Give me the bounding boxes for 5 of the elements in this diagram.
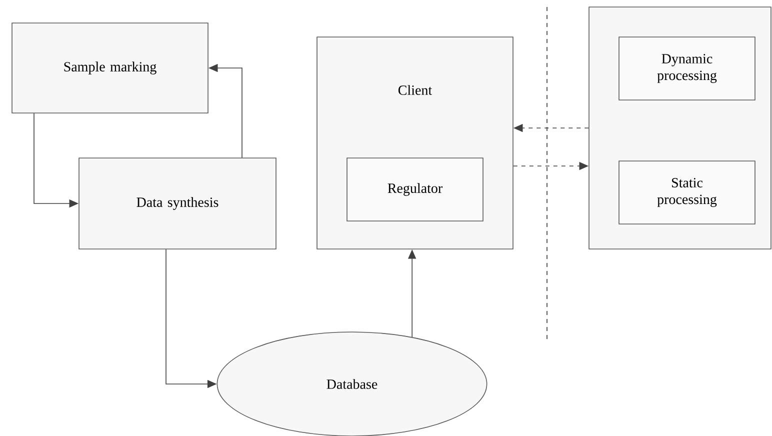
process-box: Sample marking — [12, 22, 208, 114]
module-box: Static processing — [618, 160, 756, 224]
process-box: Data synthesis — [78, 158, 276, 250]
module-box: Dynamic processing — [618, 36, 756, 100]
module-box: Regulator — [346, 158, 484, 222]
